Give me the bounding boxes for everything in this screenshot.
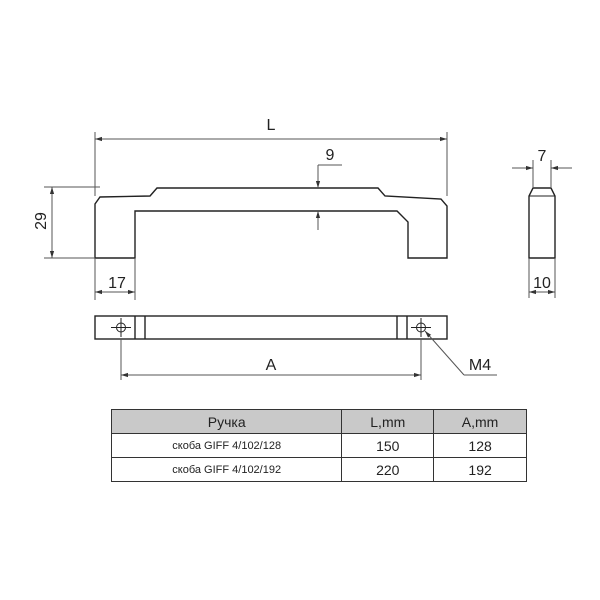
width-dimension [528,258,556,298]
row-length: 220 [341,457,435,482]
row-spacing: 192 [433,457,527,482]
specification-table: Ручка L,mm A,mm скоба GIFF 4/102/128 150… [110,409,527,482]
table-row: скоба GIFF 4/102/192 220 192 [110,457,527,482]
recess-dimension [315,164,342,230]
header-spacing: A,mm [433,409,527,434]
foot-label: 17 [108,275,126,292]
hole-spacing-dimension [120,339,422,380]
table-row: скоба GIFF 4/102/128 150 128 [110,433,527,458]
thickness-label: 7 [538,148,547,165]
thickness-dimension [512,160,572,188]
row-name: скоба GIFF 4/102/192 [110,457,343,482]
length-dimension [94,132,448,196]
foot-dimension [94,258,136,300]
header-length: L,mm [341,409,435,434]
row-length: 150 [341,433,435,458]
mounting-hole-right [411,318,431,337]
handle-side-view [528,187,556,259]
row-spacing: 128 [433,433,527,458]
recess-label: 9 [326,147,335,164]
row-name: скоба GIFF 4/102/128 [110,433,343,458]
thread-label: M4 [469,357,491,374]
handle-front-view [94,187,448,259]
table-header-row: Ручка L,mm A,mm [110,409,527,434]
header-handle: Ручка [110,409,343,434]
hole-spacing-label: A [266,357,277,374]
mounting-hole-left [111,318,131,337]
height-label: 29 [33,212,50,230]
length-label: L [267,117,276,134]
height-dimension [44,186,100,259]
thread-leader [424,330,497,376]
width-label: 10 [533,275,551,292]
handle-top-view [94,315,448,340]
